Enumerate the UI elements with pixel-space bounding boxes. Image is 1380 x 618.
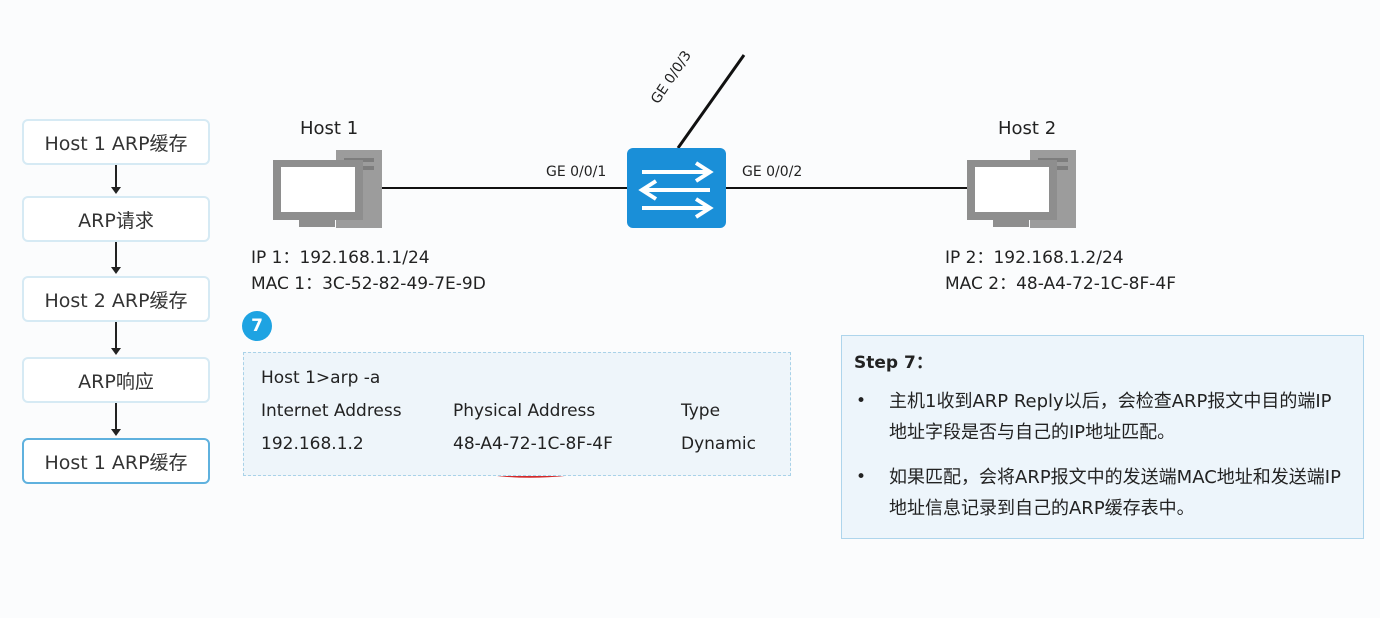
step-number-badge: 7 bbox=[242, 311, 272, 341]
host2-label: Host 2 bbox=[998, 118, 1057, 139]
flow-step-host1-cache-active: Host 1 ARP缓存 bbox=[22, 438, 210, 484]
arp-row-type: Dynamic bbox=[681, 434, 756, 454]
arp-row-mac: 48-A4-72-1C-8F-4F bbox=[453, 434, 613, 454]
flow-arrow bbox=[111, 165, 121, 194]
arp-header-type: Type bbox=[681, 401, 721, 421]
step-bullet-2: 如果匹配，会将ARP报文中的发送端MAC地址和发送端IP地址信息记录到自己的AR… bbox=[889, 467, 1341, 519]
flow-step-label: ARP请求 bbox=[78, 209, 154, 232]
flow-step-host2-cache: Host 2 ARP缓存 bbox=[22, 276, 210, 322]
flow-arrow bbox=[111, 403, 121, 436]
bullet-dot: • bbox=[856, 467, 867, 487]
arp-row-ip: 192.168.1.2 bbox=[261, 434, 364, 454]
port-label-ge002: GE 0/0/2 bbox=[742, 164, 803, 180]
step-bullet-1: 主机1收到ARP Reply以后，会检查ARP报文中目的端IP地址字段是否与自己… bbox=[889, 391, 1332, 443]
flow-step-arp-reply: ARP响应 bbox=[22, 357, 210, 403]
host2-computer-icon bbox=[967, 150, 1076, 228]
step-title: Step 7： bbox=[854, 353, 933, 373]
flow-step-label: Host 1 ARP缓存 bbox=[44, 132, 188, 155]
flow-step-label: Host 2 ARP缓存 bbox=[44, 289, 188, 312]
flow-arrow bbox=[111, 322, 121, 355]
flow-step-label: Host 1 ARP缓存 bbox=[44, 451, 188, 474]
arp-table-box: Host 1>arp -a Internet Address Physical … bbox=[243, 352, 791, 476]
host1-computer-icon bbox=[273, 150, 382, 228]
bullet-dot: • bbox=[856, 391, 867, 411]
host2-ip: IP 2：192.168.1.2/24 bbox=[945, 248, 1124, 268]
switch-icon bbox=[627, 148, 726, 228]
flow-step-arp-request: ARP请求 bbox=[22, 196, 210, 242]
host1-label: Host 1 bbox=[300, 118, 359, 139]
port-label-ge001: GE 0/0/1 bbox=[546, 164, 607, 180]
arp-header-internet-address: Internet Address bbox=[261, 401, 402, 421]
step-description-panel: Step 7： • 主机1收到ARP Reply以后，会检查ARP报文中目的端I… bbox=[841, 335, 1364, 539]
link-ge003 bbox=[676, 54, 746, 149]
flow-step-host1-cache: Host 1 ARP缓存 bbox=[22, 119, 210, 165]
flow-step-label: ARP响应 bbox=[78, 370, 154, 393]
host1-mac: MAC 1：3C-52-82-49-7E-9D bbox=[251, 274, 486, 294]
arp-command: Host 1>arp -a bbox=[261, 368, 381, 388]
host2-mac: MAC 2：48-A4-72-1C-8F-4F bbox=[945, 274, 1176, 294]
arp-header-physical-address: Physical Address bbox=[453, 401, 596, 421]
flow-arrow bbox=[111, 242, 121, 274]
host1-ip: IP 1：192.168.1.1/24 bbox=[251, 248, 430, 268]
